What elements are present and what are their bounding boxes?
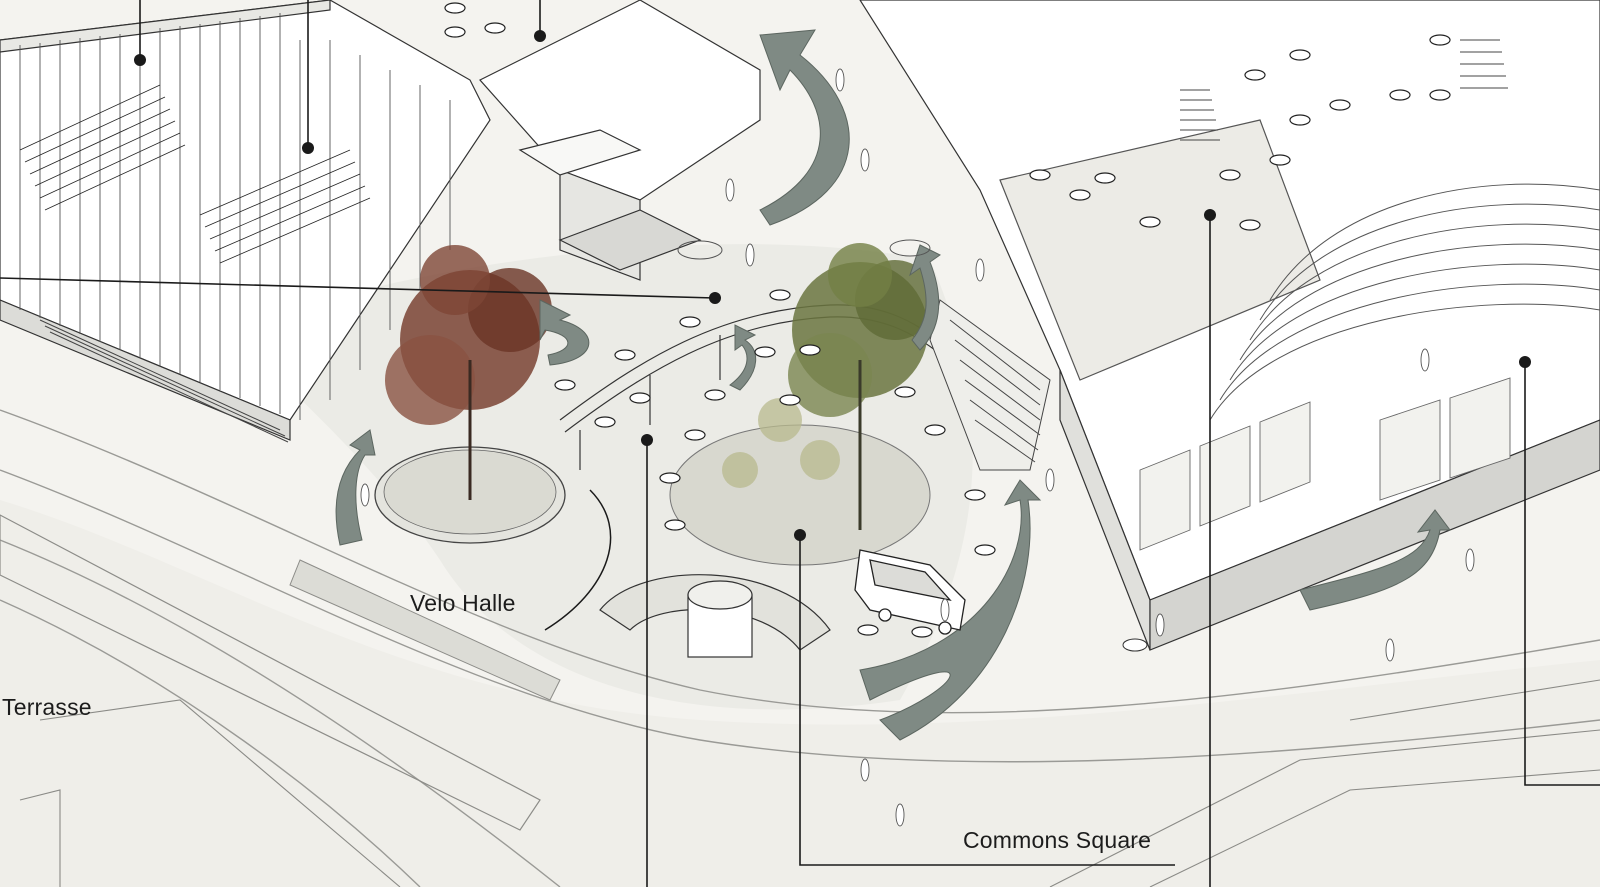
amphitheatre-steps: [1209, 183, 1600, 421]
table-icon: [1329, 99, 1351, 111]
facade-panels: [1139, 377, 1511, 551]
table-icon: [1429, 34, 1451, 46]
table-icon: [1094, 172, 1116, 184]
table-icon: [911, 626, 933, 638]
table-icon: [1289, 49, 1311, 61]
table-icon: [594, 416, 616, 428]
table-icon: [679, 316, 701, 328]
dot-icon: [709, 292, 721, 304]
entry-stairs: [39, 319, 289, 443]
dot-icon: [302, 142, 314, 154]
table-icon: [684, 429, 706, 441]
plaza-disc: [677, 240, 723, 260]
dot-icon: [794, 529, 806, 541]
table-icon: [754, 346, 776, 358]
street-surface: [0, 500, 1600, 887]
table-icon: [1289, 114, 1311, 126]
pedestrians: [360, 68, 1475, 827]
left-building: [0, 0, 491, 443]
curved-arrow-icon: [539, 299, 590, 366]
flow-arrows: [335, 29, 1451, 741]
table-icon: [779, 394, 801, 406]
commons-square-label: Commons Square: [963, 827, 1152, 853]
table-icon: [629, 392, 651, 404]
curved-arrow-icon: [759, 29, 850, 226]
table-icon: [924, 424, 946, 436]
dot-icon: [641, 434, 653, 446]
seating-rows: [19, 84, 371, 264]
curved-arrow-icon: [909, 244, 941, 351]
dot-icon: [1519, 356, 1531, 368]
table-icon: [1239, 219, 1261, 231]
street-planter: [1122, 638, 1148, 652]
plaza-disc: [889, 239, 931, 257]
tree-brown: [385, 245, 552, 500]
table-icon: [1389, 89, 1411, 101]
table-icon: [1139, 216, 1161, 228]
curb-strip: [0, 514, 541, 831]
upper-stairs: [1180, 39, 1508, 141]
table-icon: [769, 289, 791, 301]
truck-icon: [854, 549, 966, 635]
table-icon: [1029, 169, 1051, 181]
table-icon: [554, 379, 576, 391]
table-icon: [664, 519, 686, 531]
lower-buildings: [19, 679, 1600, 887]
dot-icon: [1204, 209, 1216, 221]
leader-dots: [134, 30, 1531, 541]
table-icon: [1069, 189, 1091, 201]
central-building: [479, 0, 761, 281]
bike-rack-strip: [289, 559, 561, 701]
table-icon: [799, 344, 821, 356]
right-building: [859, 0, 1600, 651]
table-icon: [704, 389, 726, 401]
terrasse-label: Terrasse: [2, 694, 92, 720]
table-icon: [444, 2, 466, 14]
table-icon: [444, 26, 466, 38]
table-icon: [1219, 169, 1241, 181]
dot-icon: [134, 54, 146, 66]
table-icon: [614, 349, 636, 361]
cafe-tables: [444, 2, 1451, 638]
curved-arrow-icon: [1299, 509, 1451, 611]
table-icon: [1429, 89, 1451, 101]
curved-arrow-icon: [335, 429, 376, 546]
table-icon: [857, 624, 879, 636]
velo-halle-leader: [544, 489, 612, 631]
table-icon: [484, 22, 506, 34]
sunken-entry: [599, 574, 831, 658]
curved-arrow-icon: [859, 479, 1042, 741]
table-icon: [974, 544, 996, 556]
table-icon: [1244, 69, 1266, 81]
table-icon: [1269, 154, 1291, 166]
velo-halle-label: Velo Halle: [410, 590, 516, 616]
dot-icon: [534, 30, 546, 42]
table-icon: [659, 472, 681, 484]
table-icon: [894, 386, 916, 398]
curved-arrow-icon: [729, 324, 757, 391]
street-edges: [0, 409, 1600, 887]
table-icon: [964, 489, 986, 501]
young-trees: [722, 398, 840, 488]
